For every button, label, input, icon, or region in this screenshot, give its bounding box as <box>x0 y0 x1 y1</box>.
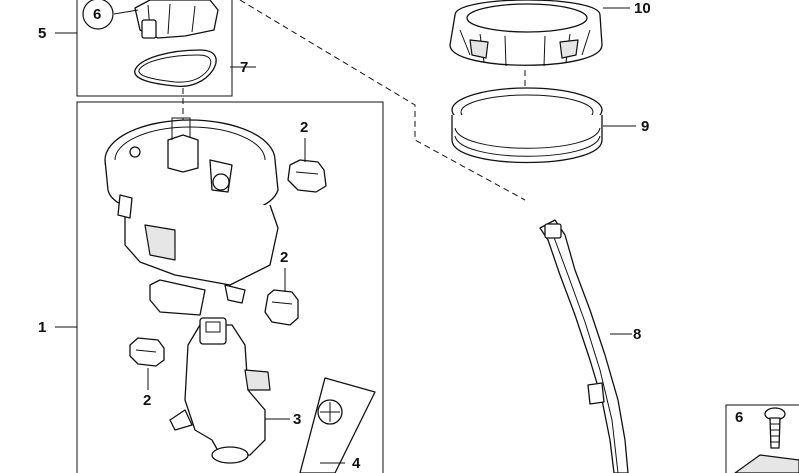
callout-8: 8 <box>633 326 641 343</box>
legend-screw-icon <box>764 407 786 449</box>
callout-2-left: 2 <box>143 392 151 409</box>
group-frame-5 <box>76 0 233 97</box>
part-3-jet-pump <box>169 317 271 464</box>
part-1-pump-module <box>104 117 279 316</box>
callout-5: 5 <box>38 25 46 42</box>
callout-2-top: 2 <box>300 119 308 136</box>
part-8-level-sensor <box>539 219 629 473</box>
callout-3: 3 <box>293 411 301 428</box>
part-10-lock-ring <box>449 0 603 67</box>
legend-box <box>725 404 799 473</box>
callout-6: 6 <box>93 6 101 23</box>
legend-plate-icon <box>734 454 799 473</box>
part-2-clip-top <box>287 159 327 193</box>
callout-9: 9 <box>641 118 649 135</box>
callout-4: 4 <box>352 455 361 472</box>
part-2-clip-left <box>129 337 165 367</box>
assembly-dash-line <box>239 0 526 201</box>
callout-2-middle: 2 <box>280 249 288 266</box>
legend-callout-6: 6 <box>735 409 743 426</box>
group-frame-1 <box>76 101 384 473</box>
part-4-filter-plate <box>299 377 376 473</box>
callout-10: 10 <box>634 0 651 17</box>
part-2-clip-middle <box>264 289 299 326</box>
callout-7: 7 <box>240 59 248 76</box>
part-6-retainer <box>134 0 219 39</box>
callout-1: 1 <box>38 319 46 336</box>
part-7-gasket <box>134 49 217 88</box>
part-9-seal-ring <box>451 87 603 164</box>
callout-6-circle <box>82 0 114 30</box>
